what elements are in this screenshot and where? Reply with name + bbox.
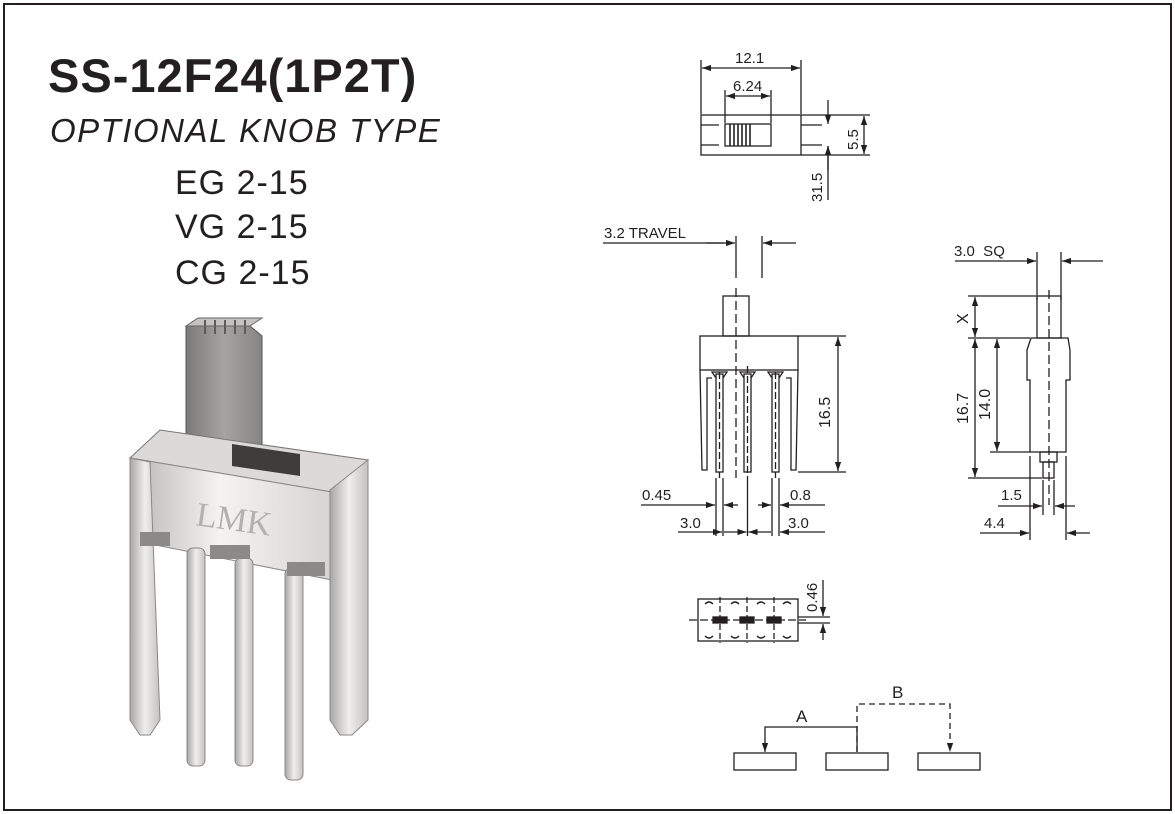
- circuit-label-b: B: [892, 683, 903, 702]
- front-dim-pitch-right: 3.0: [788, 515, 809, 532]
- circuit-label-a: A: [796, 707, 808, 726]
- side-view: [955, 252, 1103, 540]
- knob-type-item: EG 2-15: [175, 164, 309, 202]
- front-dim-travel: 3.2 TRAVEL: [604, 225, 686, 242]
- bottom-view: [689, 580, 830, 643]
- page-subtitle: OPTIONAL KNOB TYPE: [50, 112, 442, 149]
- side-dim-knob: 3.0 SQ: [954, 243, 1005, 260]
- top-dim-width: 12.1: [735, 50, 764, 67]
- front-dim-height: 16.5: [817, 397, 834, 428]
- front-dim-pin-width: 0.45: [642, 487, 671, 504]
- top-dim-height: 5.5: [845, 129, 862, 150]
- side-dim-x: X: [955, 313, 972, 324]
- knob-type-item: CG 2-15: [175, 254, 311, 292]
- side-dim-total: 16.7: [955, 393, 972, 424]
- sheet-border: [3, 3, 1172, 811]
- top-view: [700, 60, 870, 200]
- bottom-dim-pad: 0.46: [804, 583, 821, 612]
- front-dim-pitch-left: 3.0: [680, 515, 701, 532]
- side-dim-pin: 1.5: [1001, 487, 1022, 504]
- product-photo: LMK: [128, 317, 370, 781]
- side-dim-depth: 4.4: [984, 515, 1005, 532]
- front-dim-pin-thick: 0.8: [790, 487, 811, 504]
- top-dim-offset: 31.5: [809, 173, 826, 202]
- page-title: SS-12F24(1P2T): [48, 49, 418, 102]
- circuit-diagram: [733, 703, 981, 771]
- knob-type-item: VG 2-15: [175, 208, 309, 246]
- front-view: [603, 236, 846, 536]
- top-dim-slot: 6.24: [733, 78, 762, 95]
- side-dim-body: 14.0: [977, 389, 994, 420]
